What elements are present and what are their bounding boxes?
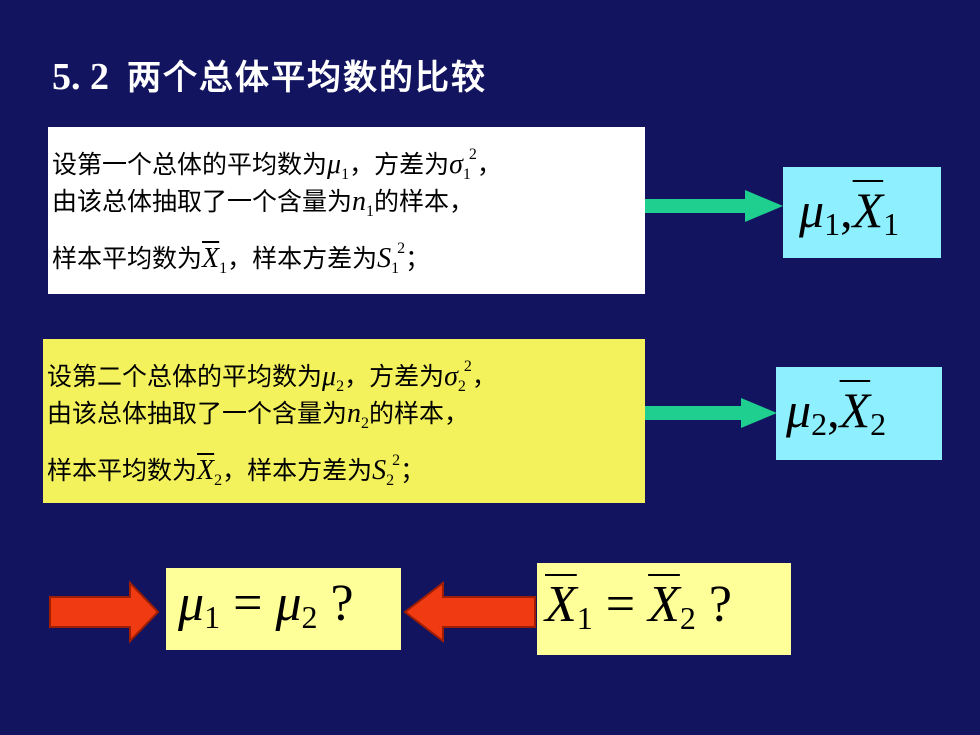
result-box-2: μ2,X2 (776, 367, 942, 460)
red-arrow-left-icon (403, 580, 536, 644)
green-arrow-1-icon (645, 190, 783, 222)
sample-means-question: X1 = X2 ? (537, 563, 791, 655)
box1-line-3: 样本平均数为X1，样本方差为S12； (52, 240, 431, 277)
population-1-description: 设第一个总体的平均数为μ1，方差为σ12， 由该总体抽取了一个含量为n1的样本，… (48, 127, 645, 294)
slide-title: 5. 2 两个总体平均数的比较 (52, 50, 487, 99)
green-arrow-2-icon (645, 398, 777, 428)
red-arrow-right-icon (49, 580, 160, 644)
box1-line-1: 设第一个总体的平均数为μ1，方差为σ12， (52, 146, 502, 183)
box1-line-2: 由该总体抽取了一个含量为n1的样本， (52, 186, 475, 220)
population-2-description: 设第二个总体的平均数为μ2，方差为σ22， 由该总体抽取了一个含量为n2的样本，… (43, 339, 645, 503)
box2-line-1: 设第二个总体的平均数为μ2，方差为σ22， (47, 358, 497, 395)
section-number: 5. 2 (52, 56, 109, 98)
result-box-1: μ1,X1 (783, 167, 941, 258)
population-means-question: μ1 = μ2 ? (166, 568, 401, 650)
section-title: 两个总体平均数的比较 (127, 58, 487, 98)
box2-line-2: 由该总体抽取了一个含量为n2的样本， (47, 398, 470, 432)
box2-line-3: 样本平均数为X2，样本方差为S22； (47, 452, 426, 489)
